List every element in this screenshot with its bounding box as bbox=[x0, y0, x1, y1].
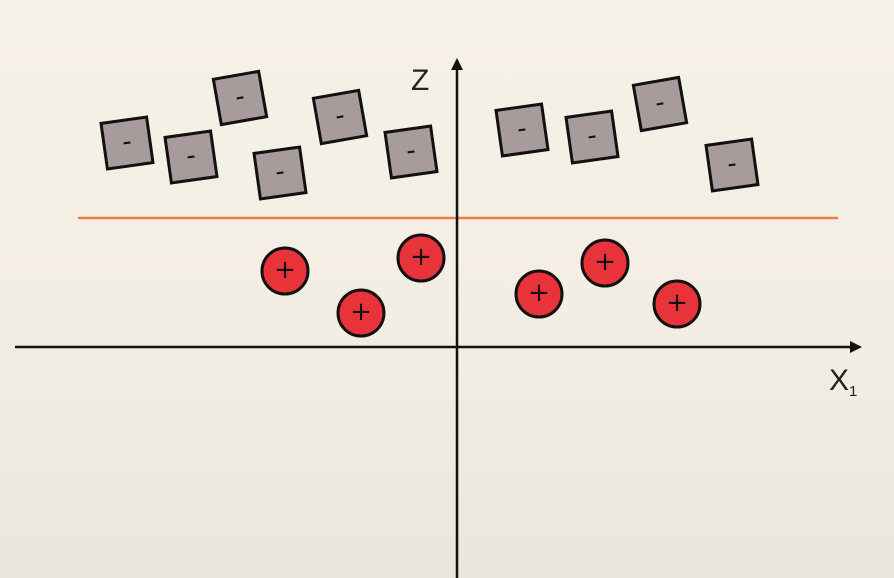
positive-points: + + + + + + bbox=[262, 235, 700, 336]
negative-point: - bbox=[313, 90, 366, 143]
negative-points: - - - - - - - - bbox=[101, 71, 758, 199]
positive-point: + bbox=[582, 240, 628, 286]
svg-text:+: + bbox=[350, 297, 372, 327]
svg-text:+: + bbox=[666, 288, 688, 318]
svg-text:+: + bbox=[274, 255, 296, 285]
negative-point: - bbox=[566, 111, 618, 163]
x-axis-label: X1 bbox=[829, 364, 857, 400]
positive-point: + bbox=[398, 235, 444, 281]
svg-text:+: + bbox=[594, 247, 616, 277]
positive-point: + bbox=[654, 281, 700, 327]
positive-point: + bbox=[262, 248, 308, 294]
negative-point: - bbox=[101, 117, 153, 169]
svg-text:+: + bbox=[528, 278, 550, 308]
positive-point: + bbox=[516, 271, 562, 317]
negative-point: - bbox=[633, 77, 686, 130]
svg-text:+: + bbox=[410, 242, 432, 272]
x-axis-label-subscript: 1 bbox=[849, 383, 857, 400]
x-axis-label-main: X bbox=[829, 364, 849, 397]
negative-point: - bbox=[496, 104, 548, 156]
negative-point: - bbox=[254, 147, 306, 199]
positive-point: + bbox=[338, 290, 384, 336]
negative-point: - bbox=[706, 139, 758, 191]
negative-point: - bbox=[385, 126, 437, 178]
negative-point: - bbox=[213, 71, 266, 124]
z-axis-label: Z bbox=[411, 64, 429, 97]
negative-point: - bbox=[165, 131, 217, 183]
